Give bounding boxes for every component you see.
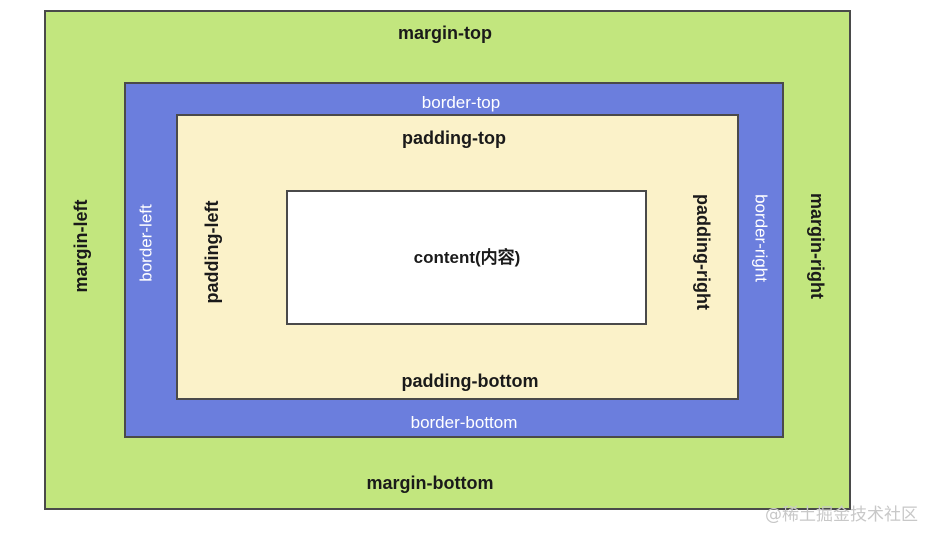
- content-area: [286, 190, 647, 325]
- content-label: content(内容): [413, 248, 521, 267]
- padding-left-label: padding-left: [202, 200, 222, 304]
- border-right-label: border-right: [751, 194, 771, 282]
- margin-bottom-label: margin-bottom: [366, 473, 494, 493]
- watermark-text: @稀土掘金技术社区: [765, 505, 918, 525]
- border-left-label: border-left: [136, 204, 156, 282]
- padding-right-label: padding-right: [693, 194, 713, 310]
- margin-right-label: margin-right: [807, 193, 827, 299]
- border-top-label: border-top: [421, 93, 501, 112]
- border-bottom-label: border-bottom: [410, 413, 518, 432]
- margin-top-label: margin-top: [398, 23, 492, 43]
- padding-bottom-label: padding-bottom: [401, 371, 539, 391]
- padding-top-label: padding-top: [402, 128, 506, 148]
- margin-left-label: margin-left: [71, 199, 91, 293]
